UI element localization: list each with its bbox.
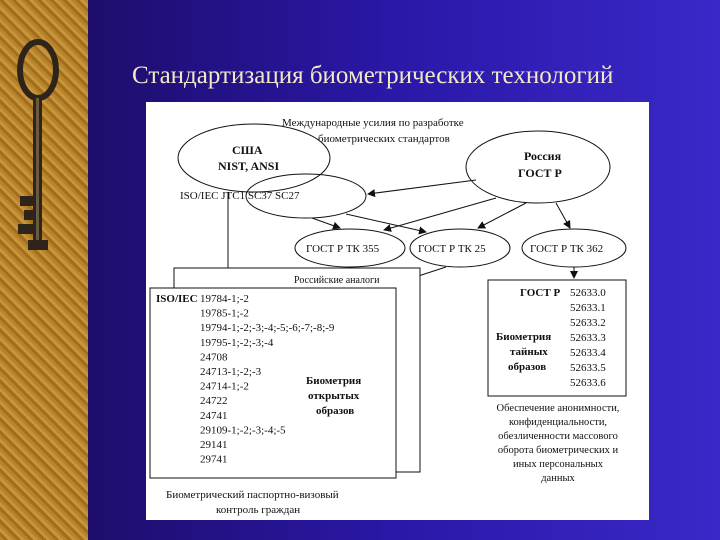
iso-standard-item: 24713-1;-2;-3	[200, 366, 262, 378]
usa-ellipse	[178, 124, 330, 192]
russia-gost-label: ГОСТ Р	[518, 166, 562, 180]
right-caption: Обеспечение анонимности, конфиденциальнос…	[497, 403, 620, 484]
usa-org-label: NIST, ANSI	[218, 159, 279, 173]
right-caption-line: конфиденциальности,	[509, 417, 607, 428]
right-caption-line: оборота биометрических и	[498, 445, 619, 456]
antique-key-image	[0, 0, 88, 300]
iso-standard-item: 29741	[200, 454, 228, 466]
iso-standard-item: 24708	[200, 351, 228, 363]
iso-standard-item: 19785-1;-2	[200, 308, 249, 320]
russia-label: Россия	[524, 149, 562, 163]
right-caption-line: иных персональных	[513, 459, 604, 470]
gost-standard-item: 52633.0	[570, 287, 606, 299]
iso-standard-item: 24741	[200, 410, 228, 422]
open-label-1: Биометрия	[306, 375, 361, 387]
right-caption-line: Обеспечение анонимности,	[497, 403, 620, 414]
iso-jtc-label: ISO/IEC JTC1 SC37 SC27	[180, 190, 300, 202]
arrow-russia-to-tk355	[384, 198, 496, 230]
open-label-3: образов	[316, 405, 354, 417]
open-label-2: открытых	[308, 390, 360, 402]
iso-standard-item: 19795-1;-2;-3;-4	[200, 337, 274, 349]
russian-analogs-label: Российские аналоги	[294, 275, 380, 286]
usa-label: США	[232, 143, 263, 157]
arrow-russia-to-tk362	[556, 203, 570, 228]
slide-title: Стандартизация биометрических технологий	[132, 62, 613, 90]
right-caption-line: данных	[541, 473, 575, 484]
diagram-panel: Международные усилия по разработке биоме…	[146, 102, 649, 520]
passport-caption-1: Биометрический паспортно-визовый	[166, 489, 339, 501]
iso-standard-item: 19794-1;-2;-3;-4;-5;-6;-7;-8;-9	[200, 322, 335, 334]
iso-standard-item: 24714-1;-2	[200, 381, 249, 393]
gost-standard-item: 52633.4	[570, 347, 606, 359]
passport-caption-2: контроль граждан	[216, 504, 300, 516]
tk362-label: ГОСТ Р ТК 362	[530, 243, 603, 255]
secret-label-3: образов	[508, 361, 546, 373]
tk25-label: ГОСТ Р ТК 25	[418, 243, 486, 255]
secret-label-1: Биометрия	[496, 331, 551, 343]
arrow-russia-to-jtc	[368, 180, 476, 194]
iso-prefix: ISO/IEC	[156, 293, 198, 305]
gost-prefix: ГОСТ Р	[520, 287, 560, 299]
arrow-russia-to-tk25	[478, 203, 526, 228]
iso-standard-item: 19784-1;-2	[200, 293, 249, 305]
iso-standard-item: 24722	[200, 395, 228, 407]
gost-standard-item: 52633.1	[570, 302, 606, 314]
standards-diagram: Международные усилия по разработке биоме…	[146, 102, 649, 520]
gost-standards-list: 52633.0 52633.1 52633.2 52633.3 52633.4 52633…	[570, 287, 606, 389]
right-caption-line: обезличенности массового	[498, 431, 618, 442]
gost-standard-item: 52633.6	[570, 377, 606, 389]
arrow-jtc-to-tk355	[312, 218, 340, 228]
header-line-1: Международные усилия по разработке	[282, 117, 464, 129]
secret-label-2: тайных	[510, 346, 548, 358]
iso-standard-item: 29109-1;-2;-3;-4;-5	[200, 424, 286, 436]
iso-standard-item: 29141	[200, 439, 228, 451]
gost-standard-item: 52633.5	[570, 362, 606, 374]
tk355-label: ГОСТ Р ТК 355	[306, 243, 380, 255]
gost-standard-item: 52633.3	[570, 332, 606, 344]
gost-standard-item: 52633.2	[570, 317, 606, 329]
header-line-2: биометрических стандартов	[318, 133, 450, 145]
